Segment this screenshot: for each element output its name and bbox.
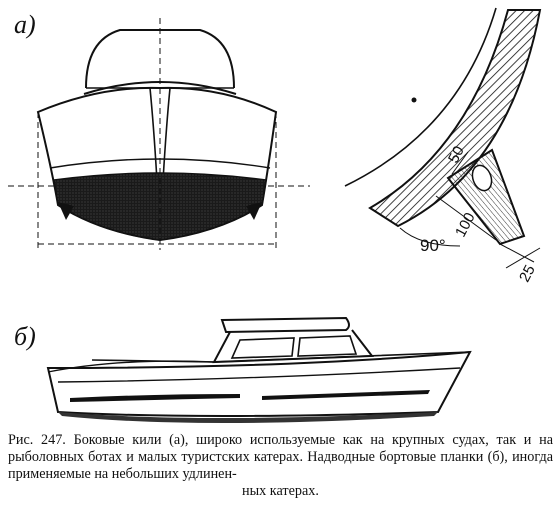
spray-rails xyxy=(70,390,430,402)
cabin-roof-side xyxy=(220,316,350,334)
bilge-keel-section xyxy=(446,148,526,246)
bottom-shadow xyxy=(58,412,438,423)
panel-label-a: а) xyxy=(14,10,36,39)
caption-text: Рис. 247. Боковые кили (а), широко испол… xyxy=(8,432,553,482)
caption-text-end: ных катерах. xyxy=(242,483,319,499)
figure-caption: Рис. 247. Боковые кили (а), широко испол… xyxy=(8,432,553,500)
construction-lines xyxy=(8,18,310,250)
bilge-keel-left xyxy=(58,202,74,220)
window-rear xyxy=(297,335,358,357)
hull-antifouling xyxy=(53,172,267,241)
keel-section-detail xyxy=(344,7,542,269)
hull-side xyxy=(46,350,472,417)
boat-side-view xyxy=(46,316,472,417)
window-front xyxy=(230,337,295,359)
bilge-keel-right xyxy=(246,202,262,220)
panel-label-b: б) xyxy=(14,322,36,351)
dimension-angle-90: 90° xyxy=(420,236,446,255)
hull-plate-section xyxy=(368,9,542,228)
dimension-lines xyxy=(399,151,541,269)
center-point xyxy=(411,97,417,103)
